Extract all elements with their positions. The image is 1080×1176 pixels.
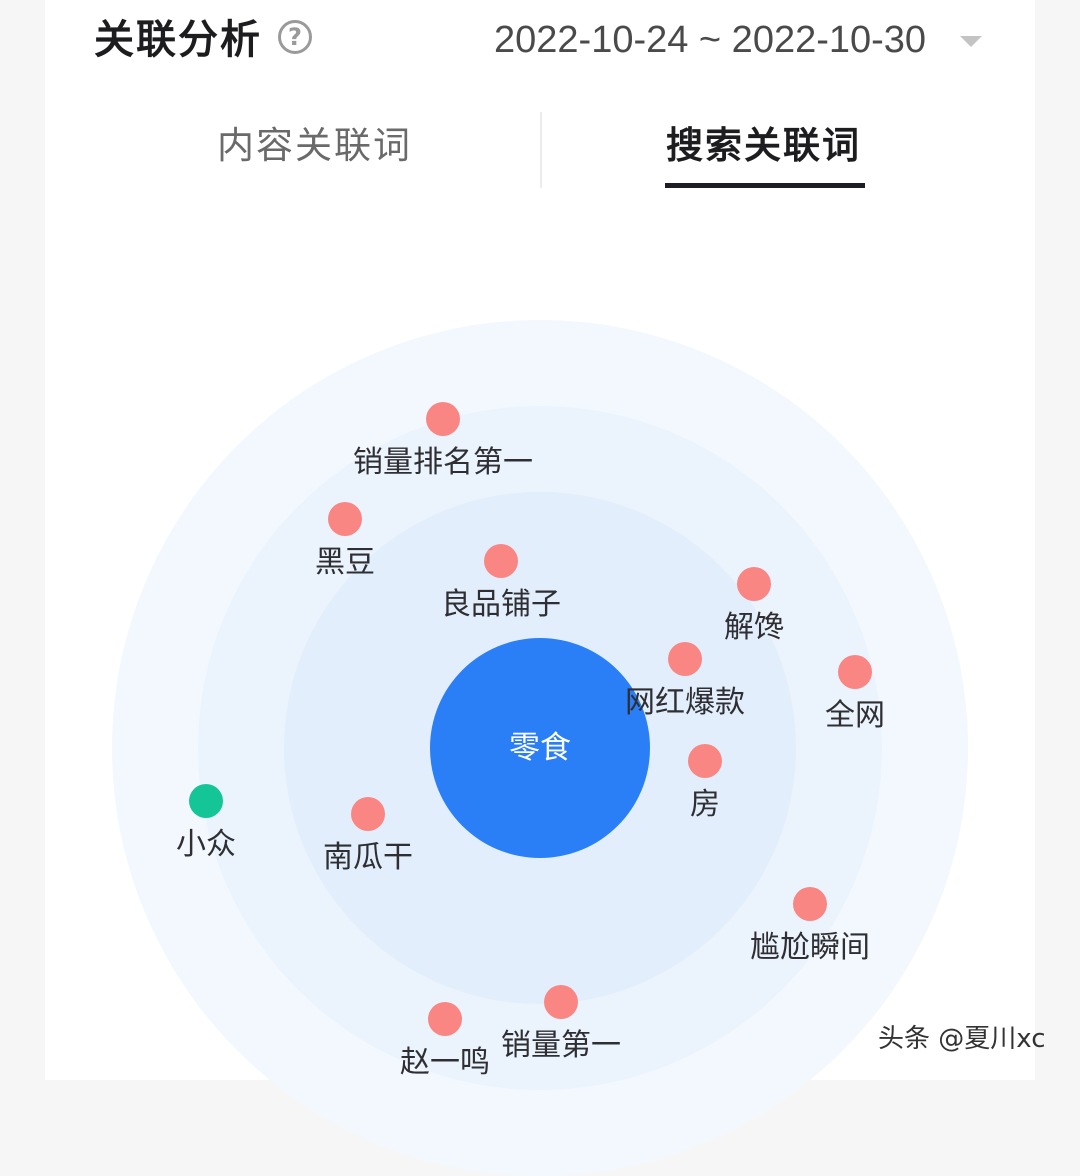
node-dot-icon[interactable] bbox=[351, 797, 385, 831]
tab-content-related-words[interactable]: 内容关联词 bbox=[217, 124, 412, 167]
node-dot-icon[interactable] bbox=[668, 642, 702, 676]
node-label: 解馋 bbox=[724, 610, 784, 645]
node-dot-icon[interactable] bbox=[838, 655, 872, 689]
node-dot-icon[interactable] bbox=[426, 402, 460, 436]
node-dot-icon[interactable] bbox=[737, 567, 771, 601]
node-label: 赵一鸣 bbox=[400, 1045, 490, 1080]
page-title: 关联分析 bbox=[94, 17, 262, 63]
node-label: 小众 bbox=[176, 827, 236, 862]
node-label: 网红爆款 bbox=[625, 685, 745, 720]
node-dot-icon[interactable] bbox=[189, 784, 223, 818]
node-dot-icon[interactable] bbox=[328, 502, 362, 536]
node-label: 尴尬瞬间 bbox=[750, 930, 870, 965]
node-dot-icon[interactable] bbox=[793, 887, 827, 921]
node-label: 全网 bbox=[825, 698, 885, 733]
node-dot-icon[interactable] bbox=[688, 744, 722, 778]
center-keyword-node[interactable]: 零食 bbox=[430, 638, 650, 858]
node-label: 销量第一 bbox=[501, 1028, 621, 1063]
node-label: 销量排名第一 bbox=[353, 445, 533, 480]
tab-search-related-words[interactable]: 搜索关联词 bbox=[666, 124, 861, 167]
active-tab-indicator bbox=[665, 183, 865, 188]
date-range-selector[interactable]: 2022-10-24 ~ 2022-10-30 bbox=[494, 19, 927, 61]
node-dot-icon[interactable] bbox=[544, 985, 578, 1019]
watermark: 头条 @夏川xc bbox=[878, 1024, 1046, 1054]
caret-down-icon[interactable] bbox=[960, 36, 982, 47]
tab-divider bbox=[540, 112, 542, 188]
node-dot-icon[interactable] bbox=[428, 1002, 462, 1036]
node-label: 房 bbox=[690, 787, 720, 822]
node-dot-icon[interactable] bbox=[484, 544, 518, 578]
node-label: 南瓜干 bbox=[323, 840, 413, 875]
node-label: 黑豆 bbox=[315, 545, 375, 580]
node-label: 良品铺子 bbox=[441, 587, 561, 622]
question-circle-icon[interactable]: ? bbox=[278, 20, 312, 54]
